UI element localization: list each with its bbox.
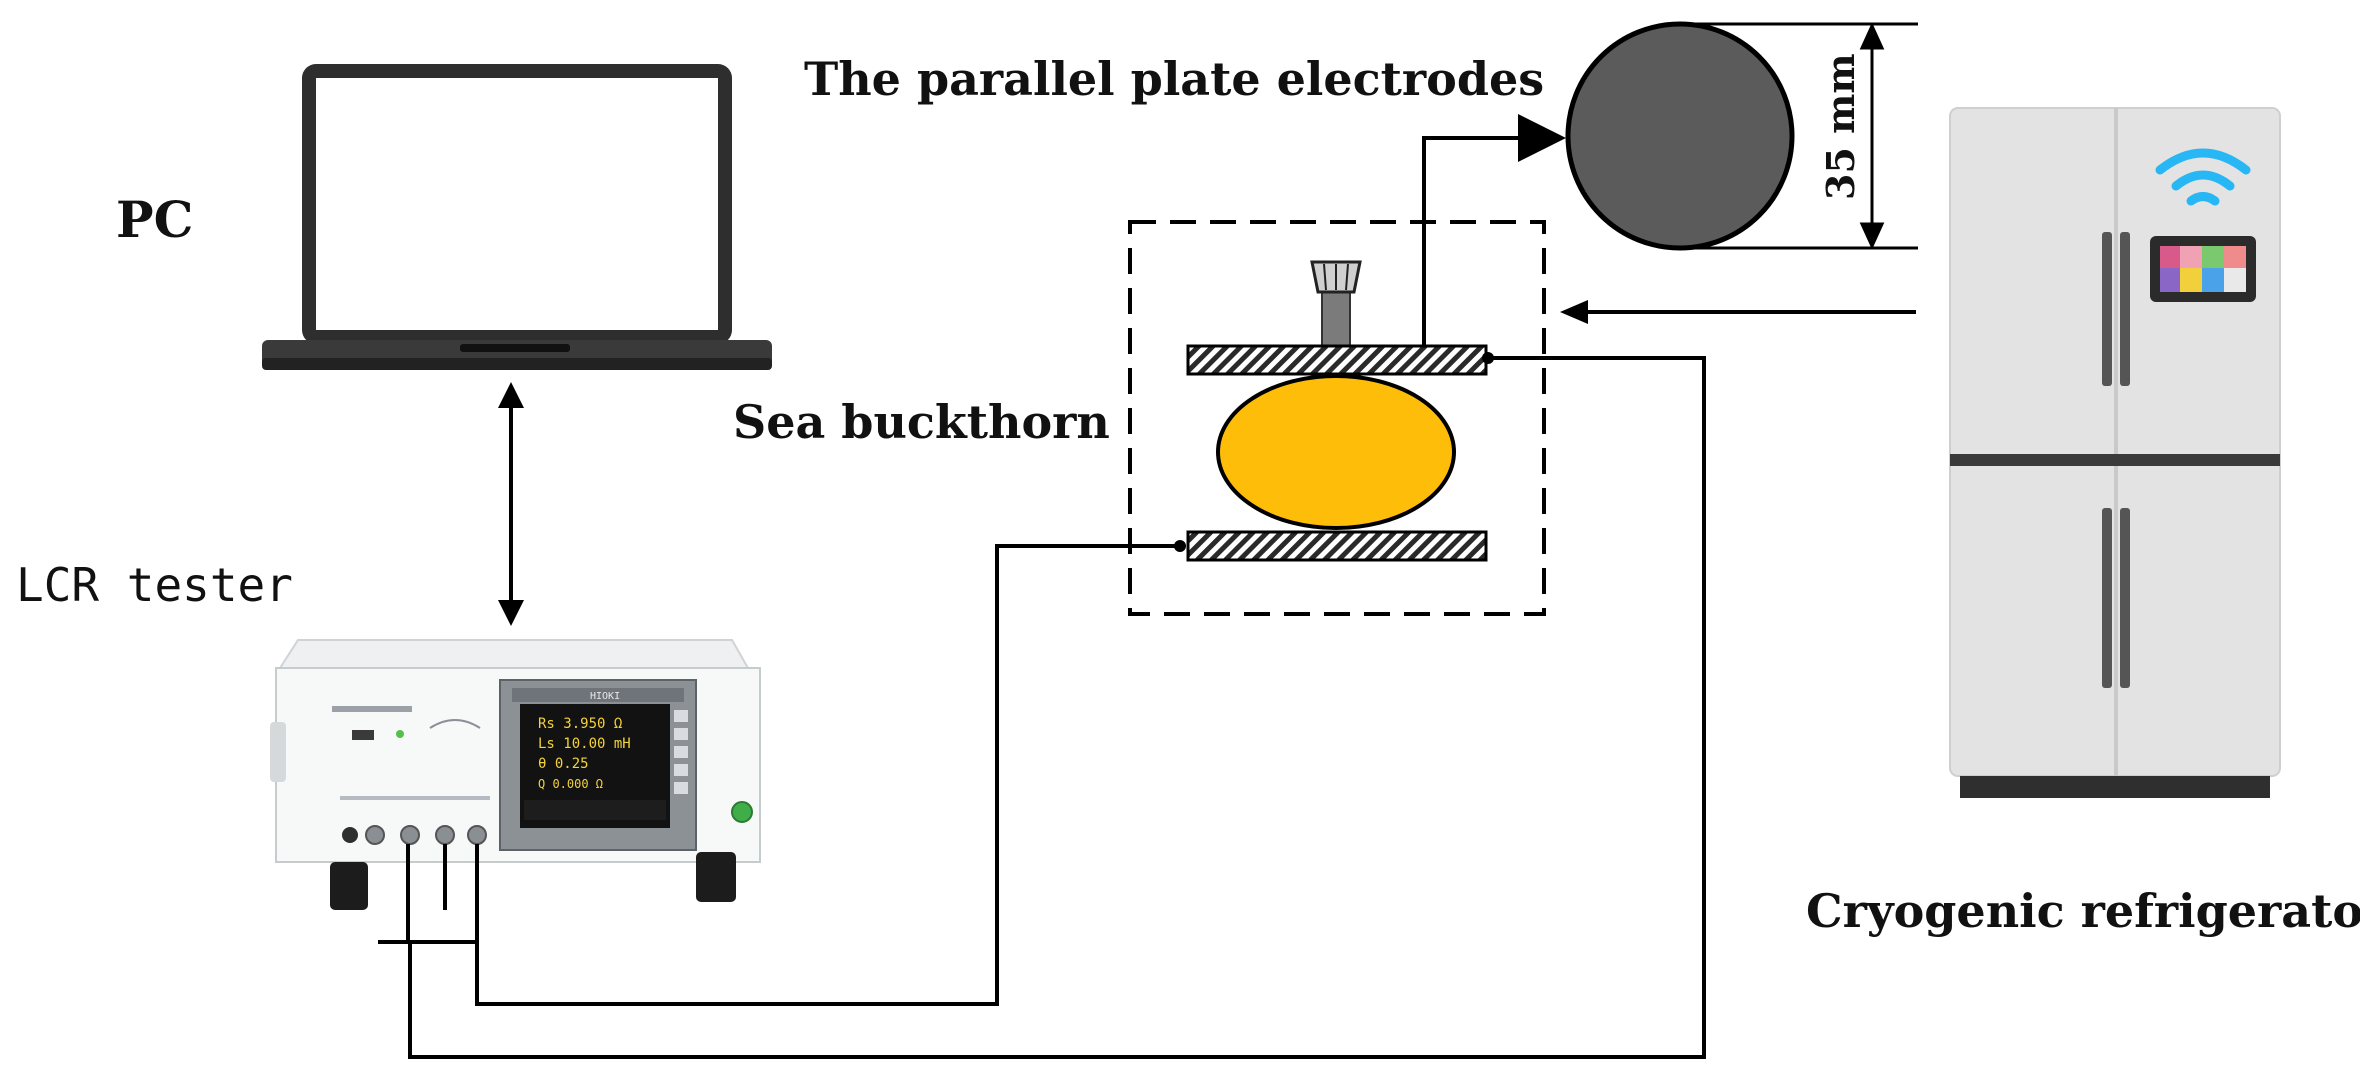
- lcr-screen-line-4: Q 0.000 Ω: [538, 777, 603, 791]
- lcr-screen-line-3: θ 0.25: [538, 756, 589, 772]
- pc-lcr-connection-arrow: [498, 382, 524, 626]
- lcr-tester-label: LCR tester: [16, 558, 293, 612]
- electrodes-label: The parallel plate electrodes: [804, 52, 1544, 106]
- lcr-brand-text: HIOKI: [590, 691, 620, 702]
- upper-electrode-plate: [1186, 344, 1488, 376]
- refrigerator-icon: [1949, 107, 2281, 798]
- refrigerator-cooling-arrow: [1560, 300, 1916, 324]
- sample-chamber-boundary: [1128, 220, 1546, 616]
- refrigerator-label: Cryogenic refrigerator: [1806, 884, 2360, 938]
- wire-upper-electrode: [408, 356, 1706, 1059]
- electrode-detail-arrow: [1422, 114, 1566, 346]
- sea-buckthorn-sample: [1216, 374, 1456, 530]
- lcr-screen-line-1: Rs 3.950 Ω: [538, 716, 622, 732]
- wire-lower-electrode: [475, 544, 1178, 1006]
- lcr-screen-line-2: Ls 10.00 mH: [538, 736, 631, 752]
- pc-label: PC: [116, 190, 193, 249]
- diameter-label: 35 mm: [1818, 53, 1863, 200]
- laptop-icon: [262, 64, 772, 370]
- lcr-tester-device: HIOKI Rs 3.950 Ω Ls 10.00 mH θ 0.25 Q 0.…: [270, 639, 761, 910]
- diameter-dimension: [1680, 22, 1918, 250]
- wifi-icon: [2155, 148, 2251, 206]
- electrode-disc-icon: [1565, 21, 1795, 251]
- lcr-probe-leads: [378, 844, 479, 944]
- lower-electrode-plate: [1186, 530, 1488, 562]
- clamp-screw-icon: [1310, 260, 1362, 347]
- sea-buckthorn-label: Sea buckthorn: [733, 395, 1110, 449]
